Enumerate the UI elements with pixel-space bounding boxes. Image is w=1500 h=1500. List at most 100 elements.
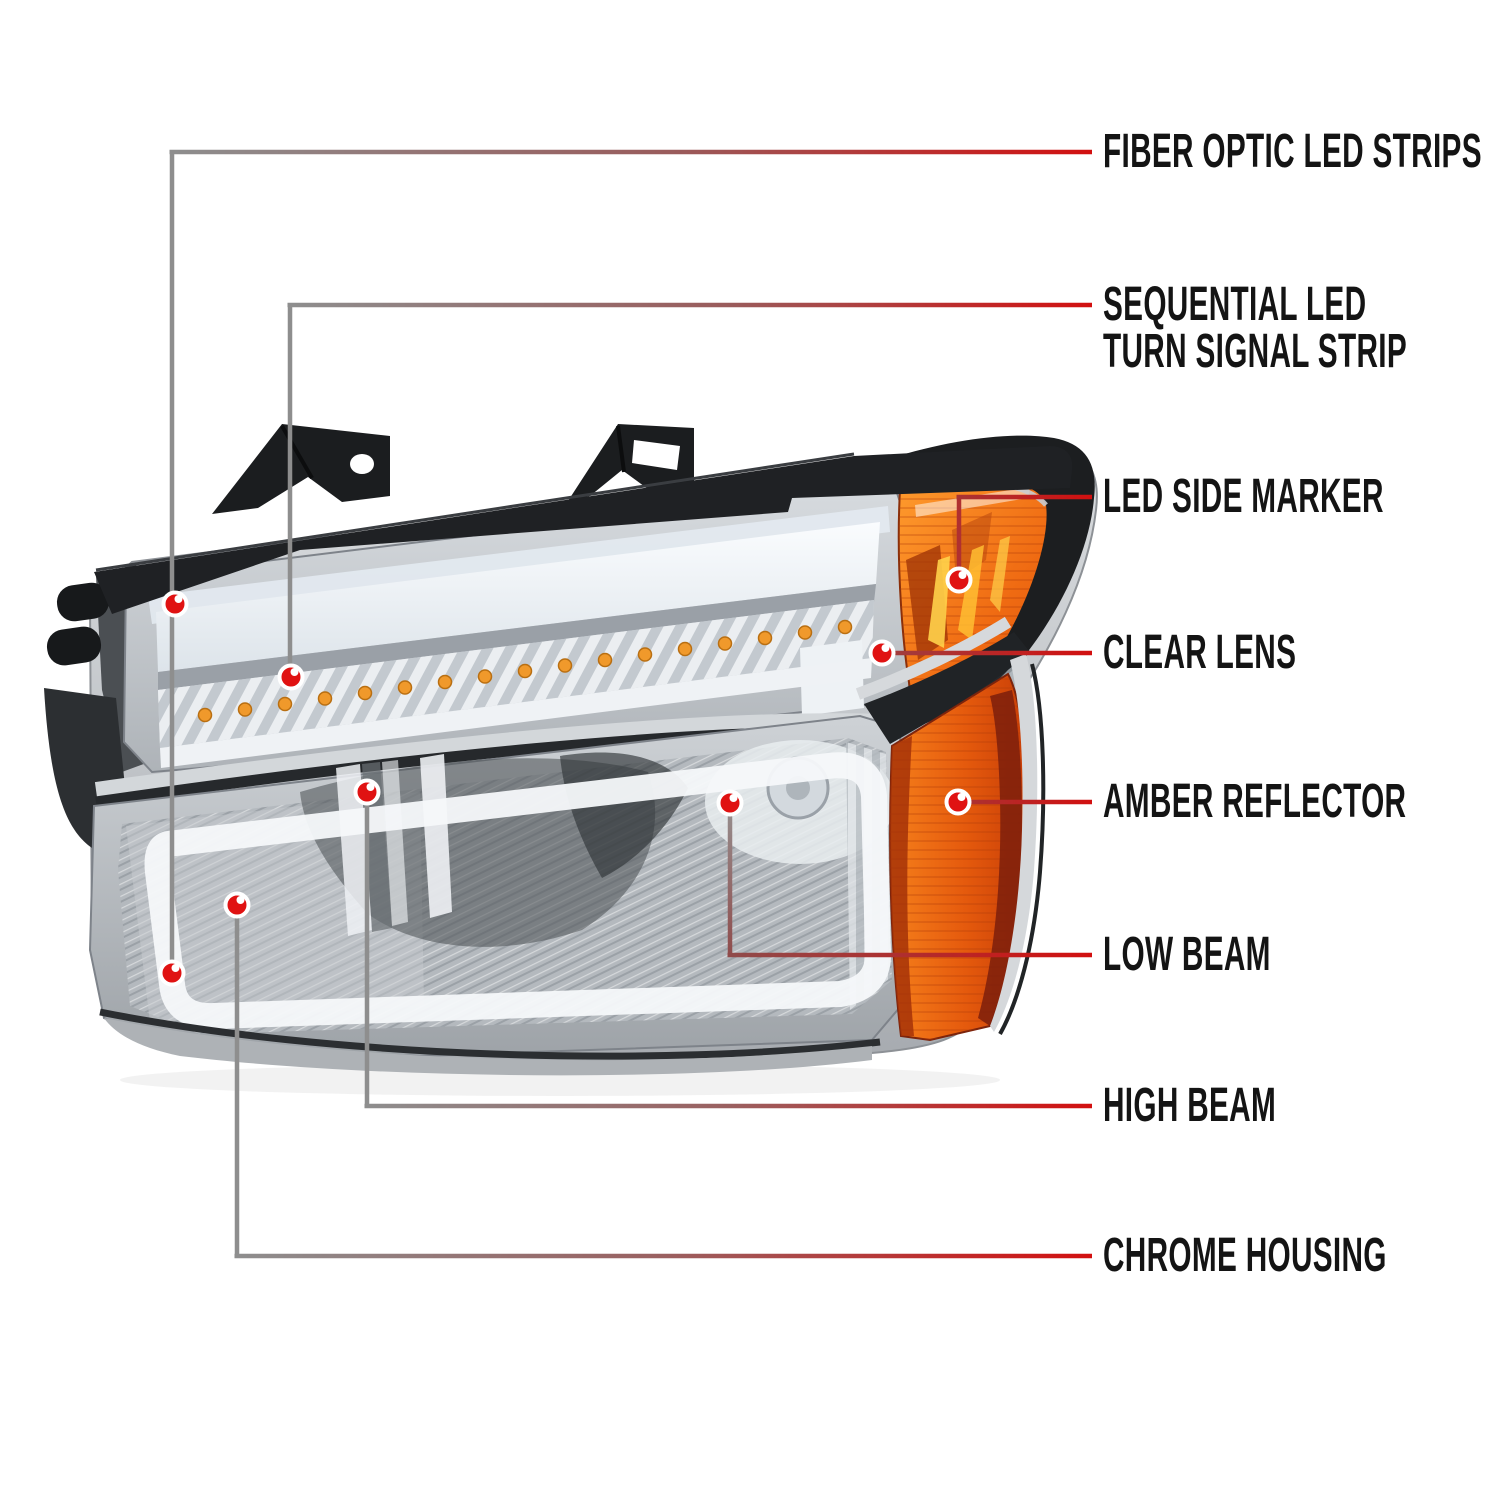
callout-leaders [169,149,1092,1259]
label-high-beam: HIGH BEAM [1103,1079,1382,1132]
bracket-right-hole [632,440,680,470]
left-tab-lower [46,626,102,666]
ground-shadow [120,1064,1000,1096]
callout-chrome-housing [234,905,1092,1259]
callout-dot-amber-reflector [944,788,972,816]
label-line: CLEAR LENS [1103,626,1297,679]
amber-reflector-left-pleat [890,736,914,1036]
label-line: TURN SIGNAL STRIP [1103,325,1407,378]
turn-signal-led [557,658,573,673]
turn-signal-led [237,702,253,717]
top-rail [94,446,1073,614]
bottom-dark-line [99,1008,881,1060]
callout-dot-high-beam [353,778,381,806]
turn-signal-led [397,680,413,695]
turn-signal-led [197,707,213,723]
callout-dot-chrome-housing [223,891,251,919]
right-chrome-sliver [990,654,1038,1032]
label-line: AMBER REFLECTOR [1103,775,1407,828]
dot [944,788,972,816]
callout-low-beam [727,803,1092,958]
dot [868,639,896,667]
callout-dot-fiber-optic-lower [158,959,186,987]
dot [161,590,189,618]
dot-highlight [290,668,299,676]
callout-dot-fiber-optic-upper [161,590,189,618]
turn-signal-led [597,652,613,668]
callout-dot-led-side-marker [945,566,973,594]
turn-signal-led [477,669,493,684]
dot [277,663,305,691]
turn-signal-led [357,685,373,701]
callout-sequential-led-turn-signal-strip [287,302,1092,677]
label-line: LED SIDE MARKER [1103,470,1384,523]
fiber-optic-light-bar [156,522,880,672]
label-line: FIBER OPTIC LED STRIPS [1103,125,1482,178]
callout-high-beam [364,792,1092,1109]
label-line: LOW BEAM [1103,928,1271,981]
dot [716,789,744,817]
bracket-right-fold [616,425,626,473]
label-low-beam: LOW BEAM [1103,928,1374,981]
dot [945,566,973,594]
fiber-optic-tube [144,752,891,1030]
led-row-crystal-texture [158,600,874,748]
side-marker-glow-3 [990,536,1010,612]
corner-chrome-sweep [855,616,1012,700]
bracket-left-fold [280,425,314,479]
upper-white-strip [160,658,872,768]
side-marker-glow-1 [928,556,950,648]
right-edge-hairline [998,663,1046,1035]
label-led-side-marker: LED SIDE MARKER [1103,470,1500,523]
side-marker-glow-2 [958,545,984,640]
label-line: HIGH BEAM [1103,1079,1277,1132]
turn-signal-led [797,625,813,640]
turn-signal-led [677,641,693,657]
bracket-left-hole [350,454,374,474]
chrome-flute-2 [382,760,408,926]
dot-highlight [881,644,890,652]
label-sequential-led-turn-signal-strip: SEQUENTIAL LED TURN SIGNAL STRIP [1103,278,1500,378]
dot-highlight [171,964,180,972]
callout-fiber-optic-led-strips [169,149,1092,973]
dot-highlight [958,571,967,579]
headlight-photo [44,424,1098,1096]
mount-bracket-left [212,424,390,514]
turn-signal-led [637,647,653,662]
side-marker-shade-2 [952,512,992,580]
label-amber-reflector: AMBER REFLECTOR [1103,775,1500,828]
side-marker-top-glint [915,487,1030,517]
callout-dot-sequential-led [277,663,305,691]
dot-highlight [174,595,183,603]
dot-highlight [366,783,375,791]
turn-signal-led [437,674,453,690]
side-marker-texture [898,470,1067,710]
dot-highlight [957,793,966,801]
turn-signal-led [317,691,333,706]
callout-dot-clear-lens [868,639,896,667]
amber-reflector-right-shade [978,690,1022,1026]
black-wing-trim [856,435,1095,654]
dot-highlight [729,794,738,802]
label-line: CHROME HOUSING [1103,1229,1387,1282]
dot [353,778,381,806]
turn-signal-leds [197,619,853,723]
bottom-chrome-lip [104,1018,872,1076]
top-rail-highlight [95,452,855,572]
label-line: SEQUENTIAL LED [1103,278,1367,331]
callout-led-side-marker [956,494,1092,580]
left-tab-upper [56,582,110,622]
turn-signal-led [837,619,853,635]
label-clear-lens: CLEAR LENS [1103,626,1415,679]
light-bar-chrome-strip [158,584,876,690]
dot-highlight [236,896,245,904]
turn-signal-led [517,663,533,679]
label-chrome-housing: CHROME HOUSING [1103,1229,1500,1282]
label-fiber-optic-led-strips: FIBER OPTIC LED STRIPS [1103,125,1500,178]
chrome-flute-1 [336,764,372,936]
callout-dot-low-beam [716,789,744,817]
dot [223,891,251,919]
dot [158,959,186,987]
turn-signal-led [757,630,773,646]
